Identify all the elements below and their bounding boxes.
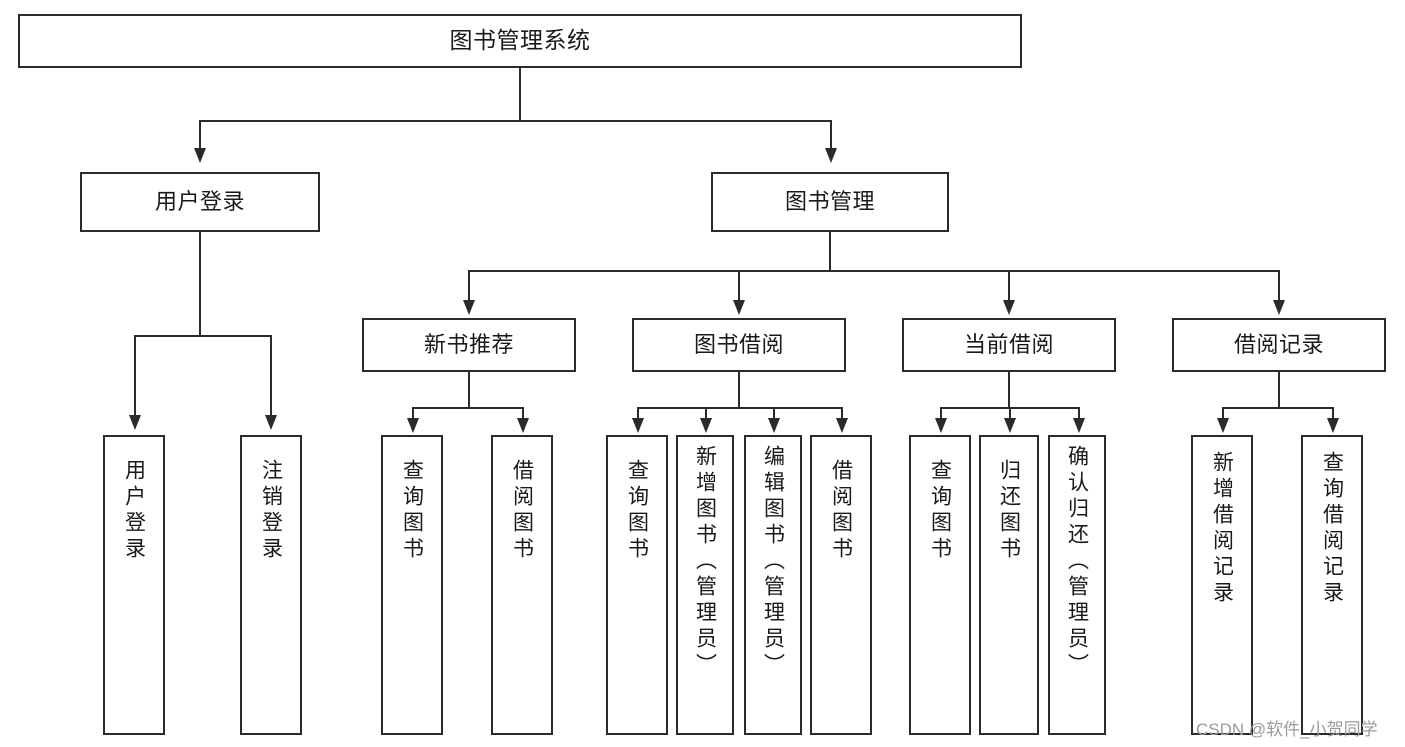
connector-br-stem xyxy=(1278,372,1280,409)
leaf-logout[interactable]: 注销登录 xyxy=(240,435,302,735)
arrowhead-br-leaf-2 xyxy=(1327,418,1339,433)
connector-bb-drop-3 xyxy=(773,407,775,420)
leaf-br-add-record[interactable]: 新增借阅记录 xyxy=(1191,435,1253,735)
connector-cb-drop-3 xyxy=(1078,407,1080,420)
connector-user-login-drop-1 xyxy=(134,335,136,417)
leaf-nbr-borrow-books[interactable]: 借阅图书 xyxy=(491,435,553,735)
arrowhead-cb-leaf-3 xyxy=(1073,418,1085,433)
connector-bb-stem xyxy=(738,372,740,409)
arrowhead-to-leaf-logout xyxy=(265,415,277,430)
node-book-borrow[interactable]: 图书借阅 xyxy=(632,318,846,372)
node-label: 借阅图书 xyxy=(510,459,534,563)
node-label: 图书管理 xyxy=(784,189,875,215)
arrowhead-to-leaf-user-login xyxy=(129,415,141,430)
connector-bm-drop-3 xyxy=(1008,270,1010,302)
arrowhead-nbr-leaf-2 xyxy=(517,418,529,433)
connector-bb-drop-4 xyxy=(841,407,843,420)
connector-cb-stem xyxy=(1008,372,1010,409)
leaf-bb-query-books[interactable]: 查询图书 xyxy=(606,435,668,735)
connector-bb-bus xyxy=(637,407,841,409)
connector-bm-drop-1 xyxy=(468,270,470,302)
arrowhead-to-user-login xyxy=(194,148,206,163)
node-label: 确认归还（管理员） xyxy=(1065,445,1089,679)
node-label: 查询图书 xyxy=(625,459,649,563)
arrowhead-cb-leaf-1 xyxy=(935,418,947,433)
connector-nbr-bus xyxy=(412,407,524,409)
node-label: 当前借阅 xyxy=(963,332,1054,358)
connector-user-login-drop-2 xyxy=(270,335,272,417)
connector-root-drop-right xyxy=(830,120,832,150)
connector-nbr-stem xyxy=(468,372,470,409)
arrowhead-to-book-borrow xyxy=(733,300,745,315)
connector-bb-drop-1 xyxy=(637,407,639,420)
arrowhead-br-leaf-1 xyxy=(1217,418,1229,433)
arrowhead-bb-leaf-2 xyxy=(700,418,712,433)
connector-book-management-stem xyxy=(829,232,831,271)
node-borrow-record[interactable]: 借阅记录 xyxy=(1172,318,1386,372)
node-current-borrow[interactable]: 当前借阅 xyxy=(902,318,1116,372)
node-label: 新书推荐 xyxy=(423,332,514,358)
arrowhead-to-borrow-record xyxy=(1273,300,1285,315)
leaf-bb-borrow-books[interactable]: 借阅图书 xyxy=(810,435,872,735)
arrowhead-bb-leaf-1 xyxy=(632,418,644,433)
connector-root-drop-left xyxy=(199,120,201,150)
node-book-management[interactable]: 图书管理 xyxy=(711,172,949,232)
arrowhead-bb-leaf-4 xyxy=(836,418,848,433)
leaf-cb-confirm-return-admin[interactable]: 确认归还（管理员） xyxy=(1048,435,1106,735)
connector-nbr-drop-2 xyxy=(522,407,524,420)
arrowhead-to-new-book-recommend xyxy=(463,300,475,315)
connector-book-management-bus xyxy=(468,270,1280,272)
leaf-cb-query-books[interactable]: 查询图书 xyxy=(909,435,971,735)
leaf-bb-add-book-admin[interactable]: 新增图书（管理员） xyxy=(676,435,734,735)
connector-root-bus xyxy=(199,120,831,122)
node-label: 归还图书 xyxy=(997,459,1021,563)
node-label: 查询借阅记录 xyxy=(1320,451,1344,607)
connector-br-drop-2 xyxy=(1332,407,1334,420)
node-label: 用户登录 xyxy=(122,459,146,563)
node-label: 查询图书 xyxy=(400,459,424,563)
arrowhead-to-current-borrow xyxy=(1003,300,1015,315)
connector-br-bus xyxy=(1222,407,1334,409)
node-label: 借阅图书 xyxy=(829,459,853,563)
connector-cb-drop-2 xyxy=(1009,407,1011,420)
arrowhead-to-book-management xyxy=(825,148,837,163)
node-label: 借阅记录 xyxy=(1233,332,1324,358)
watermark-text: CSDN @软件_小贺同学 xyxy=(1196,720,1378,739)
node-new-book-recommend[interactable]: 新书推荐 xyxy=(362,318,576,372)
connector-bm-drop-2 xyxy=(738,270,740,302)
connector-user-login-stem xyxy=(199,232,201,336)
node-label: 图书管理系统 xyxy=(449,27,591,54)
node-label: 新增图书（管理员） xyxy=(693,445,717,679)
arrowhead-cb-leaf-2 xyxy=(1004,418,1016,433)
leaf-bb-edit-book-admin[interactable]: 编辑图书（管理员） xyxy=(744,435,802,735)
node-user-login[interactable]: 用户登录 xyxy=(80,172,320,232)
node-label: 注销登录 xyxy=(259,459,283,563)
node-root-book-management-system[interactable]: 图书管理系统 xyxy=(18,14,1022,68)
leaf-user-login[interactable]: 用户登录 xyxy=(103,435,165,735)
node-label: 图书借阅 xyxy=(693,332,784,358)
connector-root-stem xyxy=(519,68,521,121)
connector-nbr-drop-1 xyxy=(412,407,414,420)
node-label: 查询图书 xyxy=(928,459,952,563)
arrowhead-bb-leaf-3 xyxy=(768,418,780,433)
leaf-cb-return-books[interactable]: 归还图书 xyxy=(979,435,1039,735)
arrowhead-nbr-leaf-1 xyxy=(407,418,419,433)
connector-user-login-bus xyxy=(134,335,272,337)
node-label: 新增借阅记录 xyxy=(1210,451,1234,607)
connector-bb-drop-2 xyxy=(705,407,707,420)
connector-cb-drop-1 xyxy=(940,407,942,420)
node-label: 用户登录 xyxy=(154,189,245,215)
connector-bm-drop-4 xyxy=(1278,270,1280,302)
leaf-br-query-record[interactable]: 查询借阅记录 xyxy=(1301,435,1363,735)
node-label: 编辑图书（管理员） xyxy=(761,445,785,679)
connector-br-drop-1 xyxy=(1222,407,1224,420)
leaf-nbr-query-books[interactable]: 查询图书 xyxy=(381,435,443,735)
